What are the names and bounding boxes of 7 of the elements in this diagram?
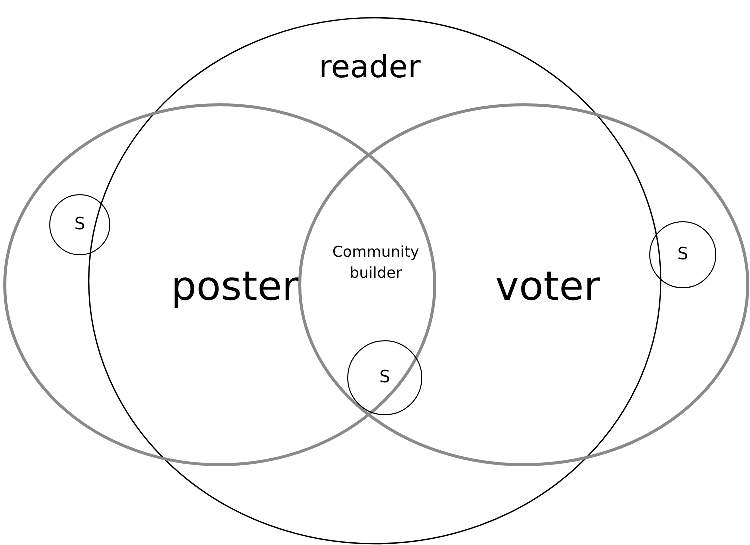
- set-label: voter: [496, 267, 600, 307]
- set-label: reader: [319, 52, 421, 84]
- overlap-label: Community builder: [332, 242, 420, 284]
- circle-letter: S: [678, 246, 688, 264]
- circle-letter: S: [380, 370, 390, 386]
- circle-letter: S: [74, 216, 86, 234]
- set-label: poster: [171, 267, 299, 307]
